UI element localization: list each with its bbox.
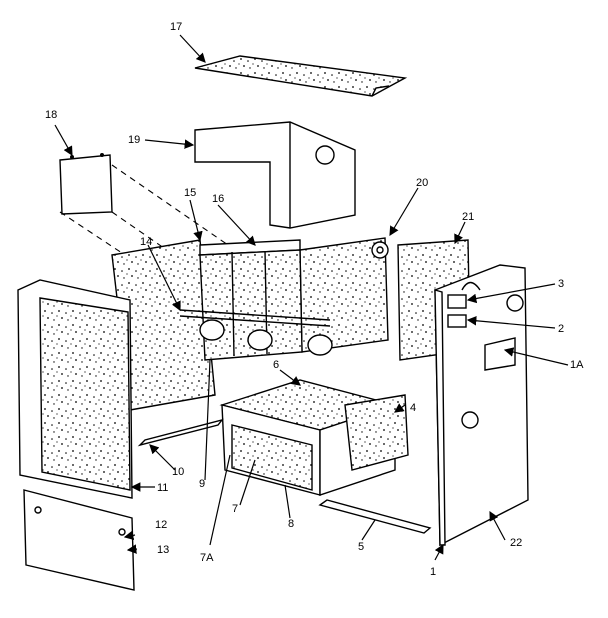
- label-9: 9: [199, 478, 205, 490]
- label-15: 15: [184, 187, 196, 199]
- label-8: 8: [288, 518, 294, 530]
- leader-9: [204, 359, 211, 481]
- top-cover-plate: [194, 55, 408, 97]
- label-3: 3: [558, 278, 564, 290]
- left-front-panel: [17, 279, 133, 499]
- label-11: 11: [157, 482, 168, 494]
- small-access-panel: [59, 153, 113, 215]
- leader-7: [239, 459, 256, 506]
- label-12: 12: [155, 519, 167, 531]
- label-1A: 1A: [570, 359, 584, 371]
- right-side-panel: [434, 264, 529, 547]
- label-6: 6: [273, 359, 279, 371]
- label-10: 10: [172, 466, 184, 478]
- label-20: 20: [416, 177, 428, 189]
- label-4: 4: [410, 402, 416, 414]
- label-5: 5: [358, 541, 364, 553]
- burner-base: [219, 379, 409, 496]
- label-2: 2: [558, 323, 564, 335]
- label-18: 18: [45, 109, 57, 121]
- label-1: 1: [430, 566, 436, 578]
- flue-hood: [194, 121, 356, 229]
- label-17: 17: [170, 21, 182, 33]
- label-7: 7: [232, 503, 238, 515]
- label-14: 14: [140, 236, 152, 248]
- bottom-access-panel: [23, 489, 135, 591]
- leader-lines: [54, 34, 569, 561]
- base-rails: [137, 418, 432, 534]
- label-7A: 7A: [200, 552, 214, 564]
- label-16: 16: [212, 193, 224, 205]
- label-19: 19: [128, 134, 140, 146]
- label-13: 13: [157, 544, 169, 556]
- label-21: 21: [462, 211, 474, 223]
- heat-exchanger-block: [179, 237, 389, 361]
- part-labels: 17 18 19 15 16 20 21 14 3 2 1A 6 4 10 11…: [45, 21, 584, 578]
- label-22: 22: [510, 537, 522, 549]
- leader-7a: [209, 454, 231, 546]
- leader-8: [284, 484, 291, 519]
- leader-5: [361, 519, 376, 541]
